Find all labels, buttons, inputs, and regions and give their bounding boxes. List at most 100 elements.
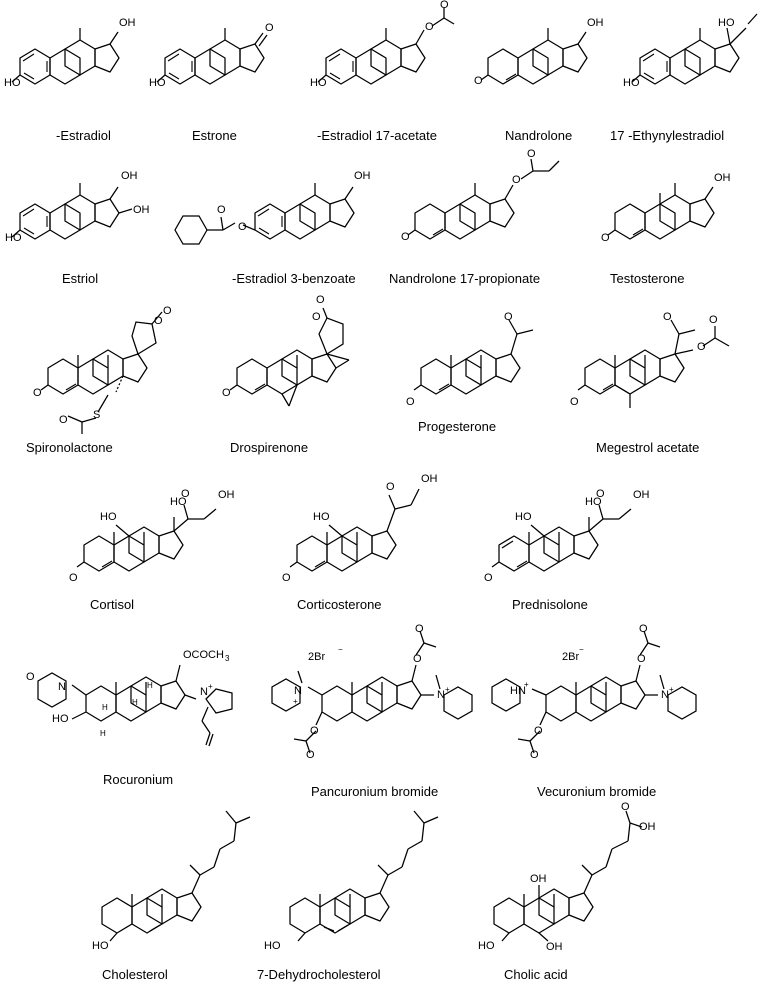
atom-label: O (163, 305, 172, 317)
structure-estradiol-3-benzoate (174, 183, 355, 245)
compound-name: Cholesterol (102, 967, 168, 982)
structure-pancuronium (271, 630, 473, 754)
atom-label: OH (354, 170, 371, 182)
atom-label: O (238, 221, 247, 233)
structure-cholesterol (101, 810, 251, 942)
atom-label: O (697, 341, 706, 353)
atom-label: O (621, 801, 630, 813)
atom-label: OH (633, 489, 650, 501)
atom-label: O (282, 572, 291, 584)
atom-label: O (413, 653, 422, 665)
atom-label: O (596, 488, 605, 500)
atom-label: O (637, 653, 646, 665)
atom-label: O (69, 572, 78, 584)
structure-prednisolone (491, 504, 632, 572)
compound-name: Pancuronium bromide (311, 784, 438, 799)
atom-label: OH (714, 172, 731, 184)
atom-label: O (265, 22, 274, 34)
atom-label: OH (421, 473, 438, 485)
structure-corticosterone (289, 488, 420, 572)
atom-label: HO (52, 713, 69, 725)
atom-label: O (504, 311, 513, 323)
atom-label: O (663, 311, 672, 323)
compound-name: 17 -Ethynylestradiol (610, 128, 724, 143)
structure-rocuronium (37, 664, 233, 747)
atom-label: + (669, 685, 674, 694)
atom-label: N (294, 685, 302, 697)
atom-label: O (154, 315, 163, 327)
atom-label: HO (585, 496, 602, 508)
atom-label: HO (310, 77, 327, 89)
atom-label: HO (478, 940, 495, 952)
atom-label: HO (623, 77, 640, 89)
atom-label: OH (587, 17, 604, 29)
compound-name: Spironolactone (26, 440, 113, 455)
atom-label: O (316, 294, 325, 306)
atom-label: OH (119, 17, 136, 29)
compound-name: -Estradiol 3-benzoate (232, 271, 356, 286)
atom-label: HO (149, 77, 166, 89)
atom-label: HO (718, 17, 735, 29)
compound-name: Estrone (192, 128, 237, 143)
atom-label: HO (4, 77, 21, 89)
structure-cortisol (76, 504, 217, 572)
atom-label: − (338, 645, 343, 654)
atom-label: HO (100, 511, 117, 523)
atom-label: N (200, 686, 208, 698)
compound-name: Corticosterone (297, 597, 382, 612)
atom-label: O (709, 314, 718, 326)
atom-label: OH (546, 941, 563, 953)
atom-label: OH (218, 489, 235, 501)
atom-label: S (93, 409, 100, 421)
compound-name: Drospirenone (230, 440, 308, 455)
atom-label: HO (515, 511, 532, 523)
structure-estriol (11, 183, 133, 240)
atom-label: OH (639, 821, 656, 833)
compound-name: -Estradiol (56, 128, 111, 143)
atom-label: H (132, 698, 138, 707)
atom-label: O (639, 623, 648, 635)
atom-label: 3 (225, 654, 230, 663)
atom-label: H (100, 729, 106, 738)
compound-name: Nandrolone 17-propionate (389, 271, 540, 286)
atom-label: OCOCH (183, 649, 224, 661)
structure-nandrolone-17-propionate (407, 158, 560, 240)
atom-label: O (386, 481, 395, 493)
compound-name: Prednisolone (512, 597, 588, 612)
atom-label: O (474, 75, 483, 87)
atom-label: N (58, 681, 66, 693)
compound-name: Cholic acid (504, 967, 568, 982)
atom-label: O (312, 311, 321, 323)
atom-label: OH (530, 873, 547, 885)
structure-vecuronium (491, 630, 697, 754)
atom-label: O (484, 572, 493, 584)
atom-label: N (661, 689, 669, 701)
compound-name: Estriol (62, 271, 98, 286)
atom-label: − (579, 645, 584, 654)
atom-label: O (415, 623, 424, 635)
atom-label: HO (92, 940, 109, 952)
compound-name: Testosterone (610, 271, 684, 286)
atom-label: N (437, 689, 445, 701)
atom-label: + (445, 685, 450, 694)
structure-testosterone (607, 183, 715, 240)
atom-label: OH (121, 170, 138, 182)
atom-label: HN (510, 685, 526, 697)
structure-estrone (156, 28, 268, 85)
structure-cholic-acid (493, 810, 643, 942)
atom-label: O (425, 21, 434, 33)
atom-label: HO (170, 496, 187, 508)
atom-label: HO (313, 511, 330, 523)
atom-label: O (440, 0, 449, 11)
atom-label: O (527, 148, 536, 160)
counter-ion: 2Br (562, 651, 579, 663)
structure-estradiol-17-acetate (317, 8, 455, 85)
atom-label: O (33, 387, 42, 399)
atom-label: O (570, 396, 579, 408)
compound-name: Megestrol acetate (596, 440, 699, 455)
atom-label: O (306, 749, 315, 761)
atom-label: O (181, 488, 190, 500)
atom-label: H (102, 703, 108, 712)
atom-label: O (222, 387, 231, 399)
